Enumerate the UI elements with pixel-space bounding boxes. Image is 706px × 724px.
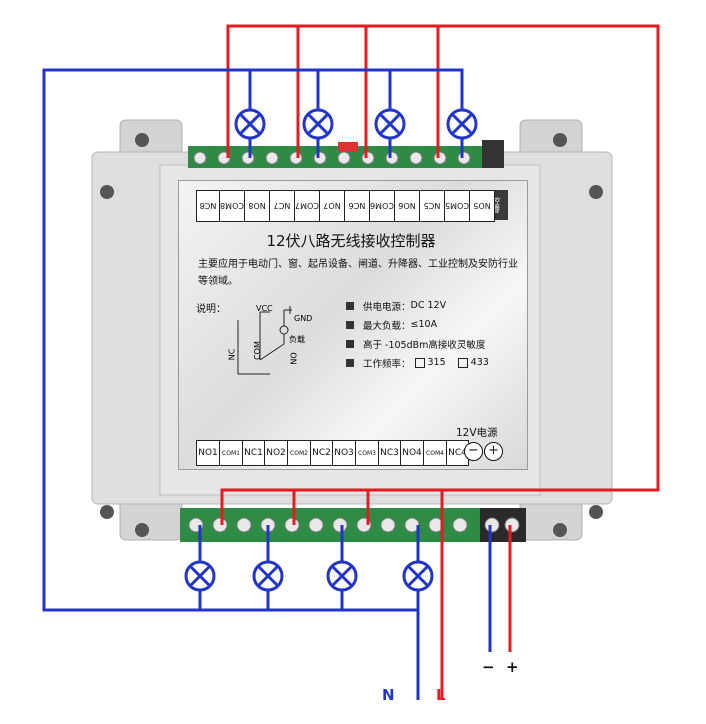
bullet-square bbox=[346, 301, 354, 310]
dc-minus-label: − bbox=[482, 658, 495, 676]
power-label: 12V电源 bbox=[456, 427, 498, 439]
terminal-label: NO5 bbox=[469, 191, 494, 221]
terminal-label: COM2 bbox=[288, 441, 311, 465]
lamp-cross bbox=[379, 113, 401, 135]
terminal-label: NC7 bbox=[269, 191, 294, 221]
schematic-com: COM bbox=[252, 341, 262, 360]
terminal-screw bbox=[241, 151, 255, 165]
terminal-label: NC2 bbox=[311, 441, 333, 465]
lamps bbox=[184, 108, 478, 592]
terminal-screw bbox=[433, 151, 447, 165]
terminal-label: NO3 bbox=[333, 441, 356, 465]
terminal-label: COM3 bbox=[356, 441, 379, 465]
terminal-screw bbox=[385, 151, 399, 165]
terminal-label: NC5 bbox=[419, 191, 444, 221]
terminal-label: NC3 bbox=[379, 441, 401, 465]
top-terminal-labels: NO5 COM5 NC5 NO6 COM6 NC6 NO7 COM7 NC7 N… bbox=[196, 190, 495, 222]
terminal-screw bbox=[380, 517, 396, 533]
lamp-cross bbox=[257, 565, 279, 587]
terminal-screw bbox=[409, 151, 423, 165]
spec-value: ≤10A bbox=[410, 319, 438, 330]
terminal-label: NO6 bbox=[394, 191, 419, 221]
spec-label: 最大负载： bbox=[363, 320, 411, 332]
product-title: 12伏八路无线接收控制器 bbox=[266, 232, 436, 250]
terminal-screw bbox=[504, 517, 520, 533]
power-plus-symbol: + bbox=[484, 442, 503, 461]
schematic-nc: NC bbox=[227, 348, 237, 361]
terminal-label: COM7 bbox=[294, 191, 319, 221]
bottom-terminal-labels: NO1 COM1 NC1 NO2 COM2 NC2 NO3 COM3 NC3 N… bbox=[196, 440, 469, 466]
terminal-label: NO7 bbox=[319, 191, 344, 221]
terminal-screw bbox=[193, 151, 207, 165]
lamp-cross bbox=[189, 565, 211, 587]
frequency-checkbox[interactable] bbox=[414, 357, 425, 368]
terminal-screw bbox=[265, 151, 279, 165]
frequency-option: 315 bbox=[427, 357, 446, 368]
spec-item: 工作频率： 315 433 bbox=[346, 353, 521, 372]
terminal-screw bbox=[484, 517, 500, 533]
terminal-label: NC8 bbox=[199, 201, 217, 211]
product-description: 主要应用于电动门、窗、起吊设备、闸道、升降器、工业控制及安防行业等领域。 bbox=[198, 259, 518, 287]
spec-item: 供电电源： DC 12V bbox=[346, 296, 521, 315]
terminal-screw bbox=[308, 517, 324, 533]
spec-label: 供电电源： bbox=[363, 301, 411, 313]
terminal-screw bbox=[332, 517, 348, 533]
terminal-label: NC1 bbox=[243, 441, 265, 465]
wires bbox=[42, 24, 660, 700]
lamp-cross bbox=[407, 565, 429, 587]
bullet-square bbox=[346, 339, 354, 348]
lamp-cross bbox=[307, 113, 329, 135]
frequency-option: 433 bbox=[470, 357, 489, 368]
live-label: L bbox=[436, 686, 446, 704]
terminal-label: NO1 bbox=[197, 441, 220, 465]
terminal-screws bbox=[188, 151, 520, 533]
terminal-screw bbox=[337, 151, 351, 165]
terminal-label: COM8 bbox=[219, 191, 244, 221]
relay-schematic bbox=[237, 306, 292, 375]
schematic-no: NO bbox=[289, 352, 299, 365]
terminal-label: NO2 bbox=[265, 441, 288, 465]
bottom-terminal-block bbox=[180, 508, 526, 542]
spec-item: 最大负载： ≤10A bbox=[346, 315, 521, 334]
terminal-screw bbox=[236, 517, 252, 533]
terminal-screw bbox=[284, 517, 300, 533]
terminal-screw bbox=[289, 151, 303, 165]
terminal-screw bbox=[212, 517, 228, 533]
frequency-checkbox[interactable] bbox=[457, 357, 468, 368]
wire bbox=[42, 68, 464, 700]
terminal-label: COM1 bbox=[220, 441, 243, 465]
lamp-cross bbox=[239, 113, 261, 135]
lamp-cross bbox=[451, 113, 473, 135]
terminal-screw bbox=[457, 151, 471, 165]
terminal-label: NC4 bbox=[448, 448, 467, 458]
wire bbox=[220, 24, 660, 525]
dc-plus-label: + bbox=[506, 658, 519, 676]
spec-item: 高于 -105dBm高接收灵敏度 bbox=[346, 334, 521, 353]
spec-list: 供电电源： DC 12V 最大负载： ≤10A 高于 -105dBm高接收灵敏度… bbox=[346, 296, 521, 372]
lamp-cross bbox=[331, 565, 353, 587]
spec-label: 高于 -105dBm高接收灵敏度 bbox=[363, 339, 486, 351]
terminal-label: COM4 bbox=[424, 441, 447, 465]
terminal-screw bbox=[361, 151, 375, 165]
terminal-label: NC6 bbox=[344, 191, 369, 221]
terminal-label: NO4 bbox=[401, 441, 424, 465]
note-label: 说明： bbox=[196, 304, 226, 315]
schematic-vcc: VCC bbox=[256, 304, 273, 313]
terminal-label: COM6 bbox=[369, 191, 394, 221]
neutral-label: N bbox=[382, 686, 395, 704]
bullet-square bbox=[346, 358, 354, 367]
spec-label: 工作频率： bbox=[363, 358, 411, 370]
schematic-gnd: GND bbox=[294, 314, 313, 323]
terminal-screw bbox=[452, 517, 468, 533]
terminal-screw bbox=[313, 151, 327, 165]
terminal-label: COM5 bbox=[444, 191, 469, 221]
power-minus-symbol: − bbox=[464, 442, 483, 461]
schematic-load: 负载 bbox=[289, 335, 305, 344]
spec-value: DC 12V bbox=[410, 300, 447, 311]
terminal-label: NO8 bbox=[244, 191, 269, 221]
bullet-square bbox=[346, 320, 354, 329]
